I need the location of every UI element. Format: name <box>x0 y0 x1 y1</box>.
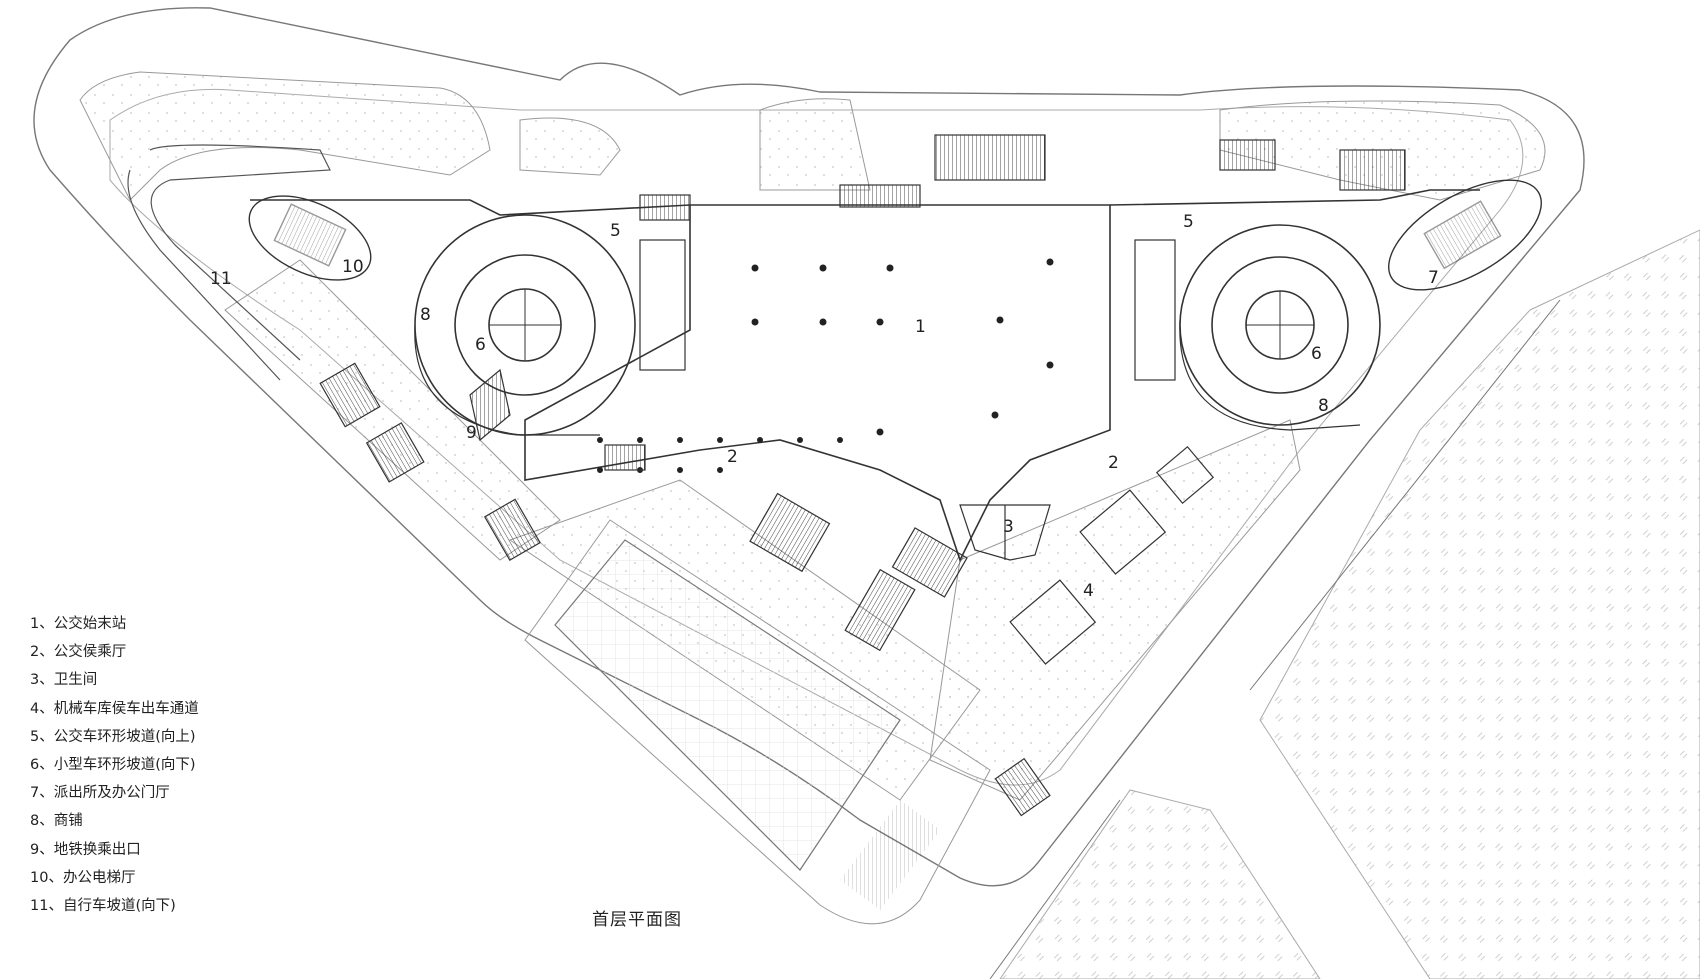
label-6-left: 6 <box>475 335 486 355</box>
office-cores <box>248 179 1542 291</box>
legend-item: 8、商铺 <box>30 813 83 830</box>
column-grid <box>597 258 1054 473</box>
plaza-grid <box>524 519 991 925</box>
label-5-left: 5 <box>610 221 621 241</box>
legend-list: 1、公交始末站 2、公交侯乘厅 3、卫生间 4、机械车库侯车出车通道 5、公交车… <box>30 612 199 922</box>
area-labels: 1 2 2 3 4 5 5 6 6 7 8 8 9 10 11 <box>210 212 1439 601</box>
label-2-right: 2 <box>1108 453 1119 473</box>
legend-item: 1、公交始末站 <box>30 616 127 632</box>
parking-fields <box>989 229 1700 979</box>
label-1: 1 <box>915 317 926 337</box>
legend-item: 10、办公电梯厅 <box>30 869 136 886</box>
legend-item: 3、卫生间 <box>30 672 98 689</box>
legend-item: 6、小型车环形坡道(向下) <box>30 756 196 773</box>
right-ramp <box>1179 224 1381 431</box>
label-2-left: 2 <box>727 447 738 467</box>
legend-item: 5、公交车环形坡道(向上) <box>30 728 196 745</box>
left-ramp <box>414 214 636 436</box>
legend-item: 4、机械车库侯车出车通道 <box>30 700 199 717</box>
legend-item: 2、公交侯乘厅 <box>30 644 127 661</box>
label-4: 4 <box>1083 581 1094 601</box>
label-9: 9 <box>466 423 477 443</box>
label-8-left: 8 <box>420 305 431 325</box>
label-5-right: 5 <box>1183 212 1194 232</box>
legend-item: 11、自行车坡道(向下) <box>30 897 176 914</box>
building-footprint <box>250 189 1480 563</box>
label-8-right: 8 <box>1318 396 1329 416</box>
label-11: 11 <box>210 269 232 289</box>
stair-cores <box>319 134 1406 817</box>
bicycle-ramp <box>127 144 331 381</box>
label-10: 10 <box>342 257 364 277</box>
label-7: 7 <box>1428 268 1439 288</box>
legend-item: 7、派出所及办公门厅 <box>30 785 170 802</box>
drawing-caption: 首层平面图 <box>592 910 682 930</box>
label-6-right: 6 <box>1311 344 1322 364</box>
toilet-block <box>959 504 1051 561</box>
legend-item: 9、地铁换乘出口 <box>30 841 141 858</box>
label-3: 3 <box>1003 517 1014 537</box>
